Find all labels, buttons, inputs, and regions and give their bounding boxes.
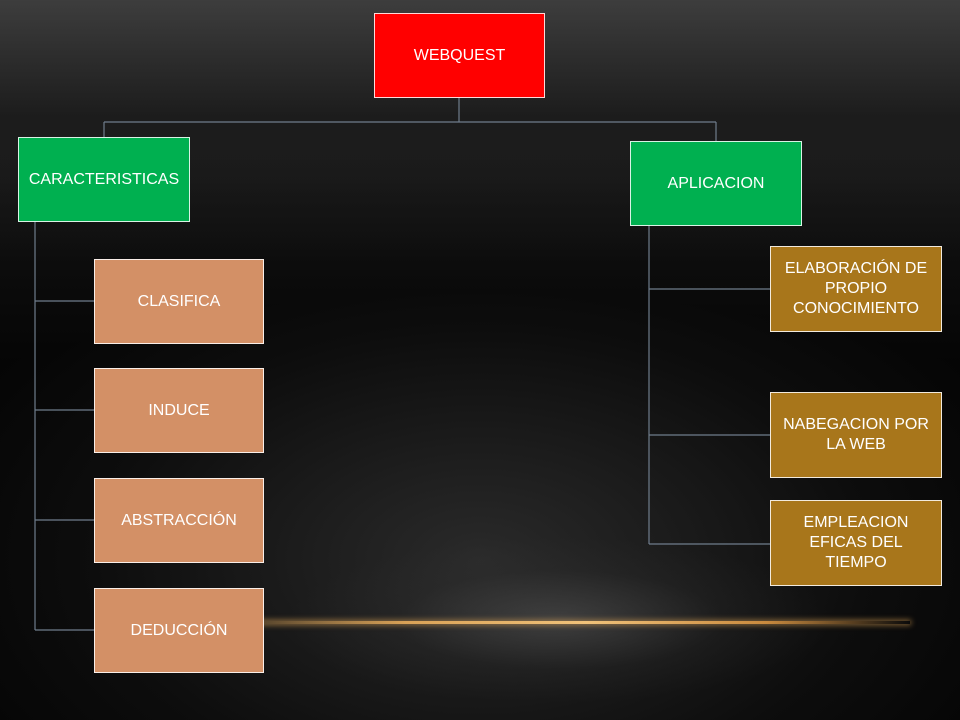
node-clasifica: CLASIFICA bbox=[94, 259, 264, 344]
node-empleacion: EMPLEACION EFICAS DEL TIEMPO bbox=[770, 500, 942, 586]
node-induce: INDUCE bbox=[94, 368, 264, 453]
node-abstraccion: ABSTRACCIÓN bbox=[94, 478, 264, 563]
node-aplicacion: APLICACION bbox=[630, 141, 802, 226]
decorative-accent-line bbox=[190, 621, 910, 624]
node-elaboracion: ELABORACIÓN DE PROPIO CONOCIMIENTO bbox=[770, 246, 942, 332]
node-deduccion: DEDUCCIÓN bbox=[94, 588, 264, 673]
node-caracteristicas: CARACTERISTICAS bbox=[18, 137, 190, 222]
node-nabegacion: NABEGACION POR LA WEB bbox=[770, 392, 942, 478]
node-webquest: WEBQUEST bbox=[374, 13, 545, 98]
